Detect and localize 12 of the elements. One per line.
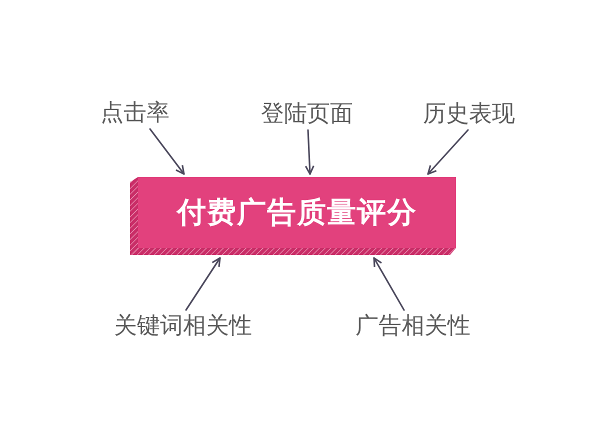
factor-label: 登陆页面: [256, 101, 358, 127]
factor-label: 广告相关性: [350, 313, 476, 339]
arrow: [304, 129, 314, 175]
factor-label: 历史表现: [418, 101, 520, 127]
arrow: [185, 257, 221, 311]
arrow: [427, 129, 469, 175]
factor-label: 点击率: [96, 100, 174, 126]
arrow: [373, 257, 405, 311]
banner-title: 付费广告质量评分: [175, 194, 418, 231]
score-banner: [130, 177, 456, 255]
factor-label: 关键词相关性: [108, 313, 258, 339]
arrow: [149, 128, 185, 175]
